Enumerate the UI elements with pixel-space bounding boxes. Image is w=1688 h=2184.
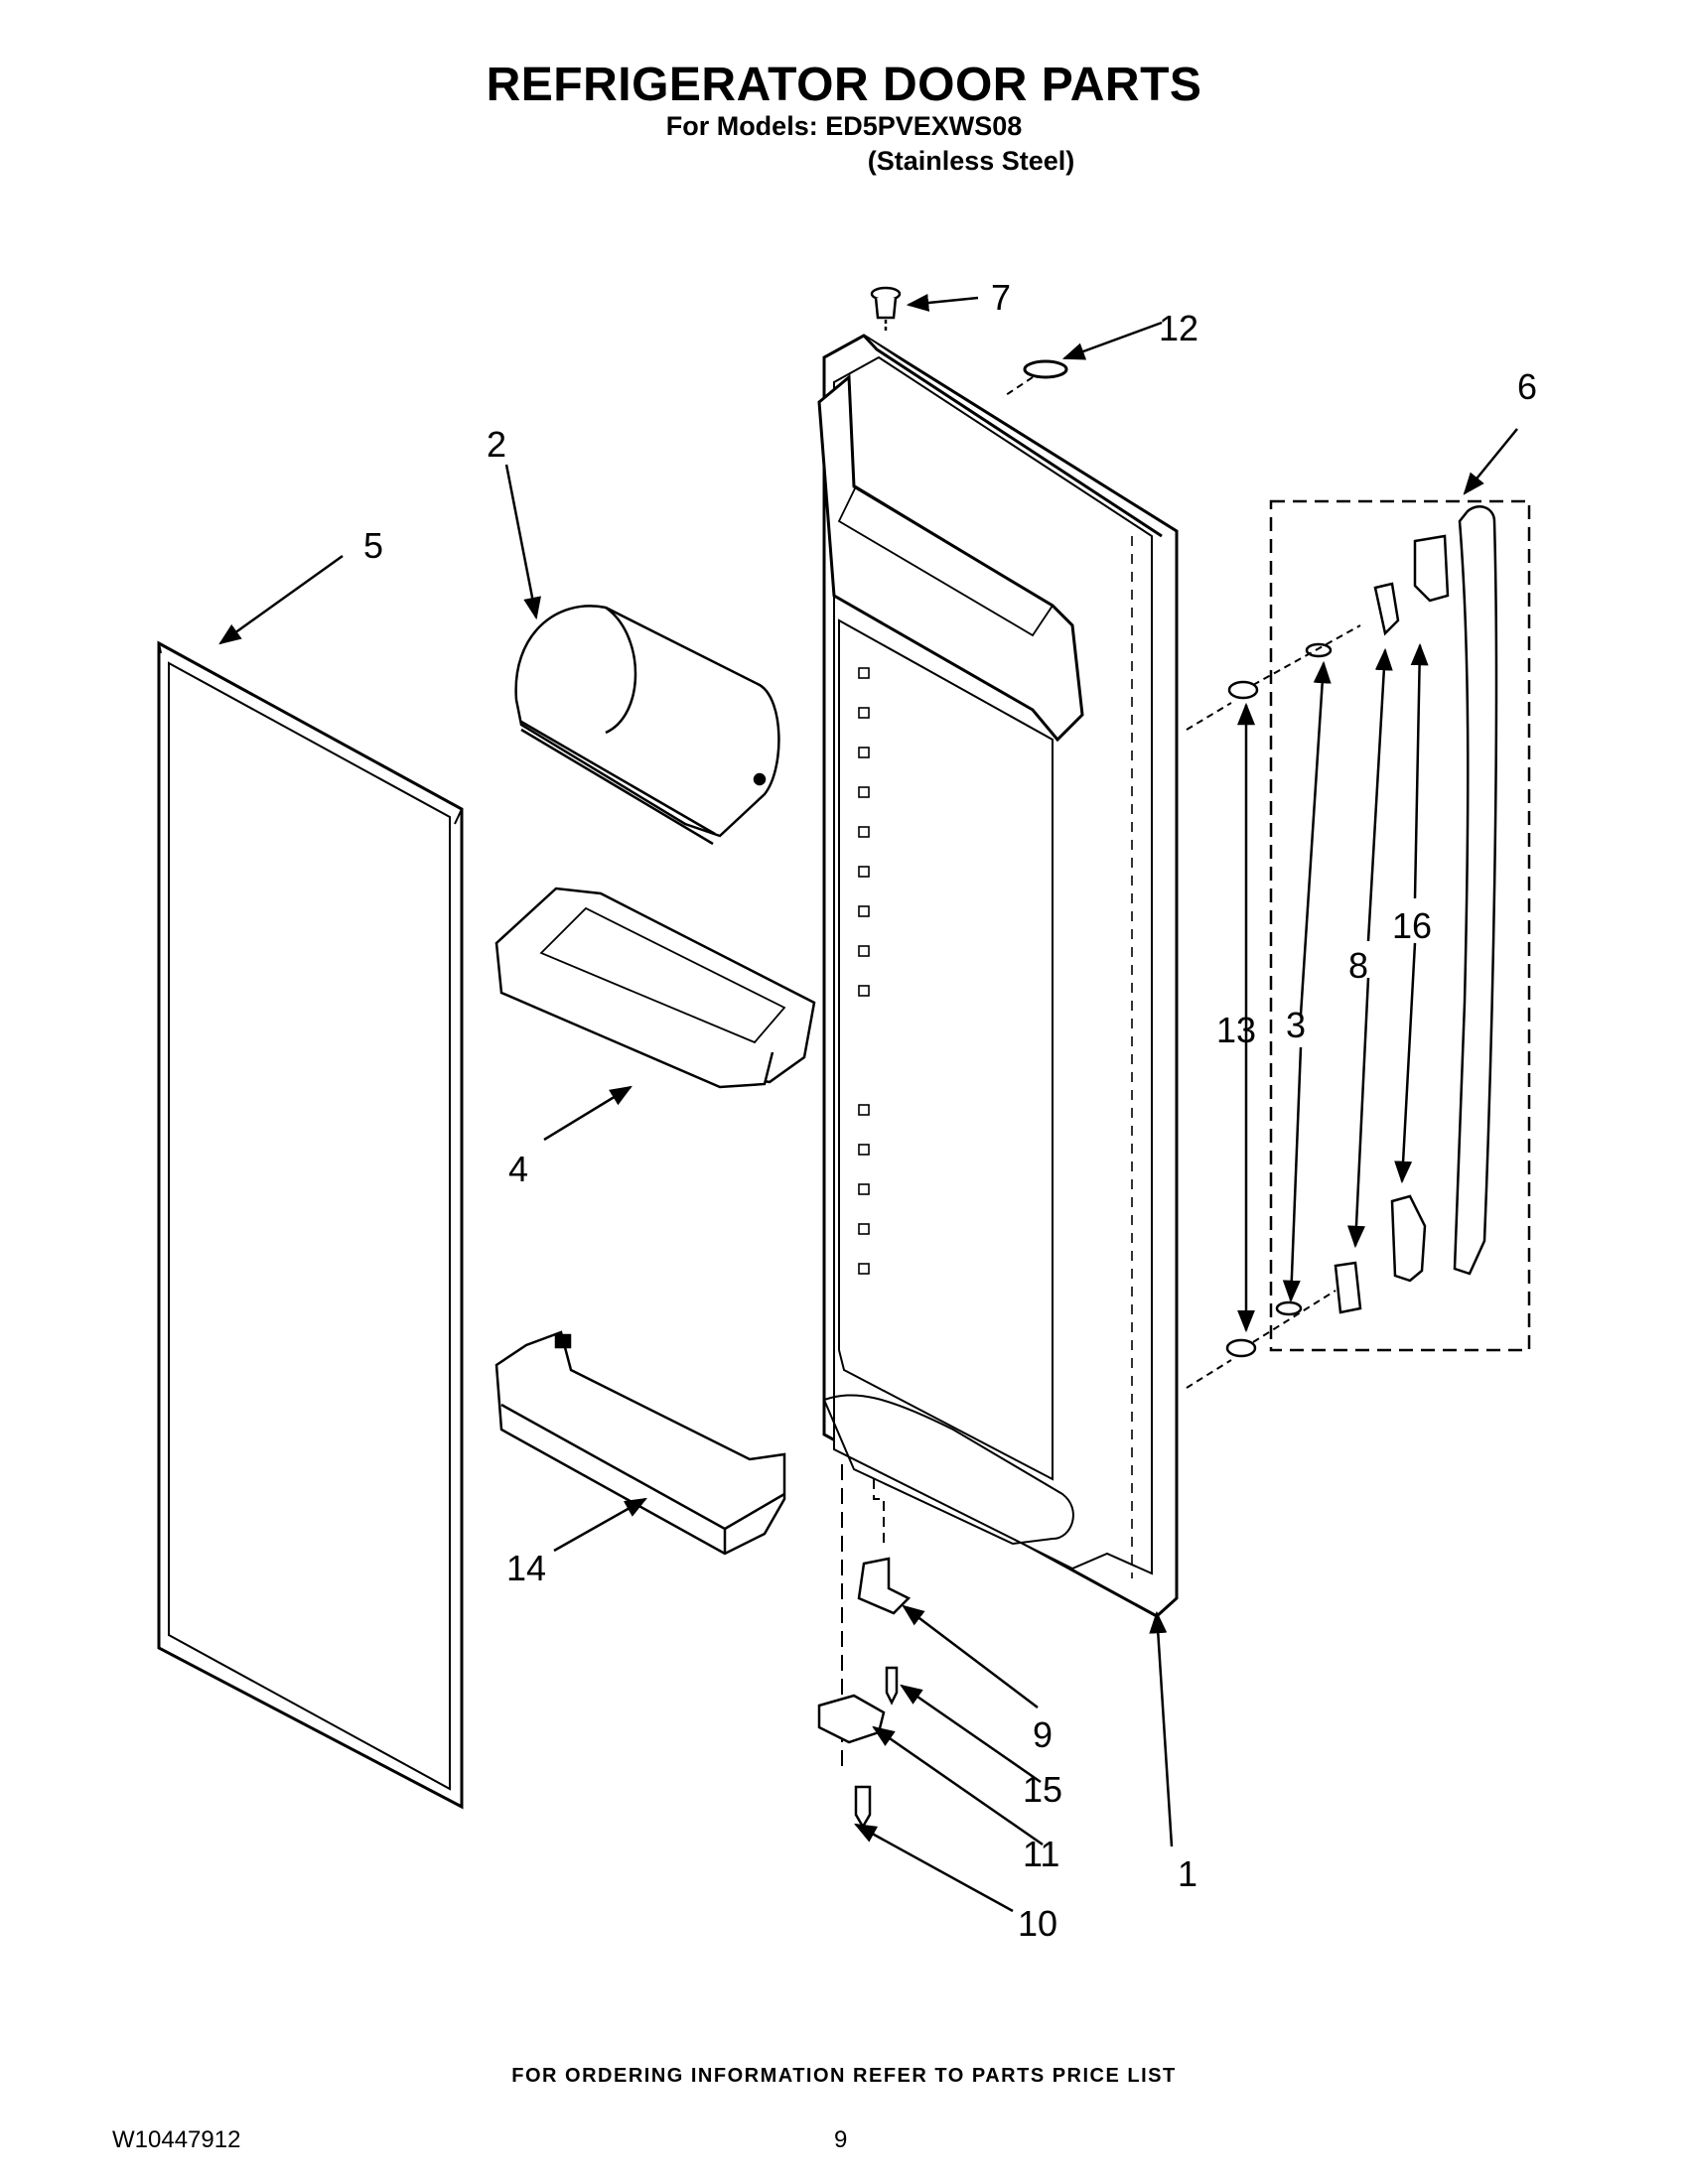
callout-7: 7 [991, 277, 1011, 318]
cap-part [870, 286, 902, 333]
callout-4: 4 [508, 1149, 528, 1189]
lower-door-shelf-part [494, 1330, 786, 1556]
callout-16: 16 [1392, 905, 1432, 946]
callout-13: 13 [1216, 1010, 1256, 1050]
lower-hinge-assembly [817, 1464, 912, 1830]
model-line: For Models: ED5PVEXWS08 [665, 111, 1023, 141]
page-number: 9 [834, 2126, 848, 2153]
door-liner-part [817, 334, 1179, 1618]
callout-1: 1 [1178, 1853, 1197, 1894]
hinge-pin-part [857, 1557, 912, 1615]
hinge-bolt-part [854, 1785, 872, 1830]
finish-line: (Stainless Steel) [867, 146, 1075, 176]
callout-labels: 1 2 3 4 5 6 7 8 9 10 11 12 13 14 15 16 [363, 277, 1537, 1944]
hinge-screw-part [885, 1666, 899, 1706]
ordering-note: FOR ORDERING INFORMATION REFER TO PARTS … [511, 2065, 1177, 2087]
callout-9: 9 [1033, 1714, 1053, 1755]
callout-5: 5 [363, 525, 383, 566]
leader-lines [218, 294, 1518, 1913]
handle-kit-part [1186, 499, 1531, 1389]
page-title: REFRIGERATOR DOOR PARTS [486, 59, 1202, 111]
callout-15: 15 [1023, 1769, 1062, 1810]
callout-2: 2 [487, 424, 506, 465]
lower-hinge-part [817, 1694, 886, 1744]
washer-part [1002, 359, 1068, 398]
dairy-door-part [514, 605, 780, 846]
callout-10: 10 [1018, 1903, 1057, 1944]
door-bin-part [494, 887, 816, 1089]
callout-8: 8 [1348, 945, 1368, 986]
callout-14: 14 [506, 1548, 546, 1588]
callout-11: 11 [1023, 1834, 1059, 1874]
door-gasket-part [157, 640, 464, 1810]
callout-12: 12 [1159, 308, 1198, 348]
callout-3: 3 [1286, 1005, 1306, 1045]
document-number: W10447912 [112, 2126, 241, 2153]
callout-6: 6 [1517, 366, 1537, 407]
